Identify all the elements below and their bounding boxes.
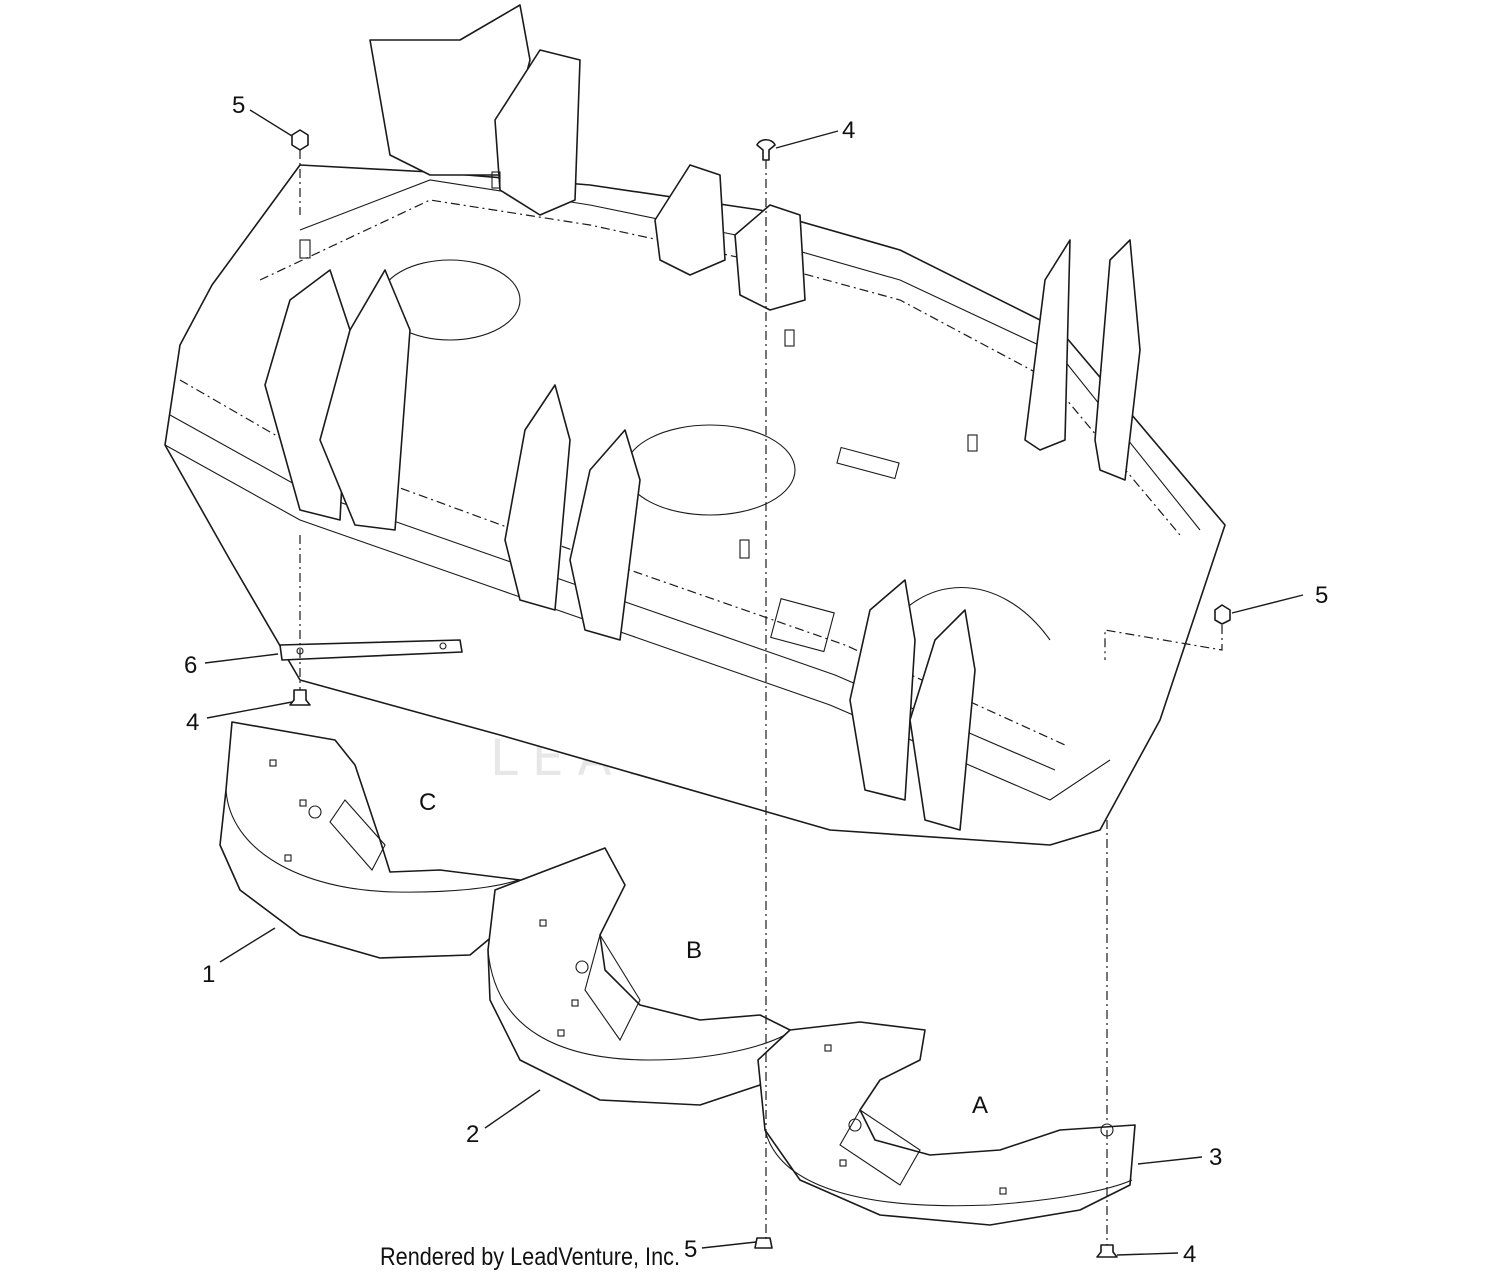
rendered-by-credit: Rendered by LeadVenture, Inc.	[380, 1243, 680, 1271]
callout-1: 1	[202, 961, 215, 988]
bracket-part	[279, 639, 463, 661]
callout-6: 6	[184, 652, 197, 679]
callout-3: 3	[1209, 1144, 1222, 1171]
callout-4-left: 4	[186, 709, 199, 736]
bolt-part-left	[289, 689, 311, 706]
nut-part	[291, 129, 309, 151]
callouts: 5 4 5 6 4 1 2 3 5 4	[184, 92, 1328, 1268]
callout-4-top: 4	[842, 117, 855, 144]
callout-5-top-left: 5	[232, 92, 245, 119]
callout-2: 2	[466, 1121, 479, 1148]
baffle-letter-c: C	[419, 789, 436, 816]
callout-5-bottom: 5	[684, 1236, 697, 1263]
nut-part-bottom	[754, 1237, 773, 1249]
weight-baffle-b	[487, 847, 791, 1106]
baffle-letters: C B A	[419, 789, 988, 1119]
assembly-lines	[299, 150, 1223, 1245]
bolt-part-bottom	[1096, 1244, 1118, 1258]
weight-baffle-a	[757, 1021, 1136, 1226]
leader-lines	[204, 109, 1304, 1256]
weight-baffle-c	[219, 721, 521, 959]
callout-4-bottom: 4	[1183, 1241, 1196, 1268]
baffle-letter-a: A	[972, 1092, 988, 1119]
baffle-letter-b: B	[686, 937, 702, 964]
bolt-part	[756, 138, 776, 161]
callout-5-right: 5	[1315, 582, 1328, 609]
nut-part-right	[1214, 604, 1231, 625]
mower-deck	[164, 4, 1226, 846]
